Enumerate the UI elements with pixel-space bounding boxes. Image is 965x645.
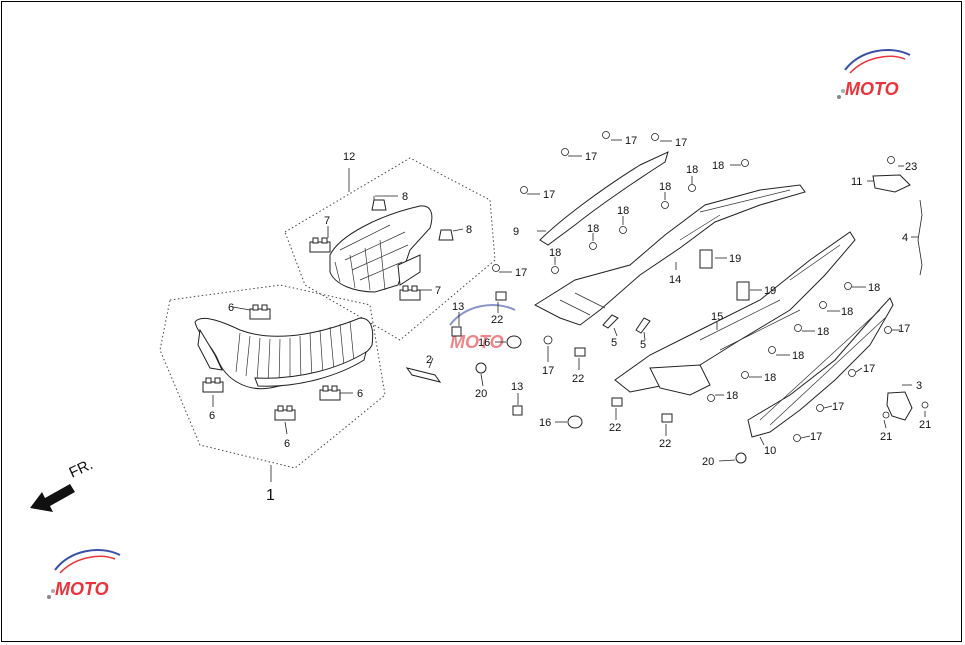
- callout-22c: 22: [609, 422, 621, 434]
- callout-13b: 13: [511, 381, 523, 393]
- callout-14: 14: [669, 274, 681, 286]
- center-frame-cover: [533, 184, 806, 326]
- callout-4: 4: [902, 232, 908, 244]
- clip-22-a: [495, 291, 507, 301]
- callout-17g: 17: [898, 323, 910, 335]
- callout-15: 15: [711, 311, 723, 323]
- lock-part-11: [872, 174, 911, 193]
- callout-17d: 17: [543, 189, 555, 201]
- callout-22b: 22: [572, 373, 584, 385]
- callout-5b: 5: [640, 339, 646, 351]
- callout-19a: 19: [729, 253, 741, 265]
- grommet-16-b: [567, 415, 583, 429]
- callout-21a: 21: [880, 431, 892, 443]
- grommet-16-a: [506, 335, 522, 349]
- callout-20a: 20: [475, 388, 487, 400]
- callout-6b: 6: [209, 410, 215, 422]
- callout-17a: 17: [625, 135, 637, 147]
- callout-19b: 19: [764, 285, 776, 297]
- callout-13a: 13: [452, 301, 464, 313]
- strip-5-a: [602, 314, 619, 329]
- callout-17c: 17: [585, 151, 597, 163]
- strip-5-b: [635, 317, 651, 334]
- clip-22-d: [661, 413, 673, 423]
- leader-lines: [212, 139, 926, 482]
- callout-6d: 6: [357, 388, 363, 400]
- callout-1: 1: [266, 487, 275, 504]
- callout-3: 3: [916, 380, 922, 392]
- callout-18g: 18: [868, 282, 880, 294]
- clip-22-c: [611, 397, 623, 407]
- clip-22-b: [574, 347, 586, 357]
- callout-17i: 17: [832, 401, 844, 413]
- seat-group-boundary: [159, 284, 386, 469]
- callout-18i: 18: [817, 326, 829, 338]
- latch-part-3: [886, 391, 913, 421]
- watermark-logo-bottom: MOTO: [47, 549, 121, 599]
- callout-20b: 20: [702, 456, 714, 468]
- screw-20-b: [735, 452, 747, 464]
- screw-20-a: [475, 362, 487, 374]
- callout-17j: 17: [810, 431, 822, 443]
- callout-18c: 18: [686, 164, 698, 176]
- callout-12: 12: [343, 151, 355, 163]
- callout-22a: 22: [491, 314, 503, 326]
- left-side-cover: [539, 151, 669, 246]
- watermark-text-center: MOTO: [450, 332, 504, 352]
- nut-13-a: [451, 326, 462, 337]
- callout-7b: 7: [435, 285, 441, 297]
- seat-dampers: [202, 199, 454, 421]
- callout-17e: 17: [515, 267, 527, 279]
- callout-18h: 18: [841, 306, 853, 318]
- callout-11: 11: [851, 176, 862, 188]
- part-2-strip: [405, 367, 442, 383]
- callout-17h: 17: [863, 363, 875, 375]
- callout-18k: 18: [764, 372, 776, 384]
- cushion-group-boundary: [284, 157, 496, 341]
- lower-side-panel: [747, 297, 894, 438]
- callout-9: 9: [513, 226, 519, 238]
- callout-5a: 5: [611, 337, 617, 349]
- cable-part-4: [917, 199, 923, 276]
- callout-6a: 6: [228, 302, 234, 314]
- callout-18f: 18: [549, 247, 561, 259]
- callout-22d: 22: [659, 438, 671, 450]
- callout-numbers: 1 12 2 8 8 7 7 6 6 6 6 17 17 17 17 17 17…: [209, 135, 931, 504]
- callout-18e: 18: [587, 223, 599, 235]
- spacer-19-a: [699, 249, 713, 269]
- watermark-logo-center: MOTO: [449, 304, 516, 352]
- watermark-logo-top: MOTO: [837, 49, 911, 99]
- callout-8a: 8: [402, 191, 408, 203]
- callout-16b: 16: [539, 417, 551, 429]
- callout-18b: 18: [659, 181, 671, 193]
- callout-18j: 18: [792, 350, 804, 362]
- seat-cushion: [329, 205, 433, 293]
- front-label: FR.: [67, 456, 96, 482]
- callout-6c: 6: [284, 438, 290, 450]
- callout-18a: 18: [712, 160, 724, 172]
- front-direction-arrow: FR.: [30, 456, 96, 512]
- callout-7a: 7: [324, 215, 330, 227]
- callout-18l: 18: [726, 390, 738, 402]
- watermark-text-bottom: MOTO: [55, 579, 109, 599]
- nut-13-b: [512, 405, 523, 416]
- callout-23: 23: [905, 161, 917, 173]
- bolt-heads: [492, 131, 929, 442]
- seat-assembly: [194, 317, 374, 390]
- callout-17b: 17: [675, 137, 687, 149]
- callout-16a: 16: [478, 337, 490, 349]
- spacer-19-b: [736, 281, 750, 301]
- callout-18d: 18: [617, 205, 629, 217]
- callout-2: 2: [426, 354, 432, 366]
- watermark-text-top: MOTO: [845, 79, 899, 99]
- callout-10: 10: [764, 445, 776, 457]
- callout-17f: 17: [542, 365, 554, 377]
- callout-21b: 21: [919, 419, 931, 431]
- callout-8b: 8: [466, 224, 472, 236]
